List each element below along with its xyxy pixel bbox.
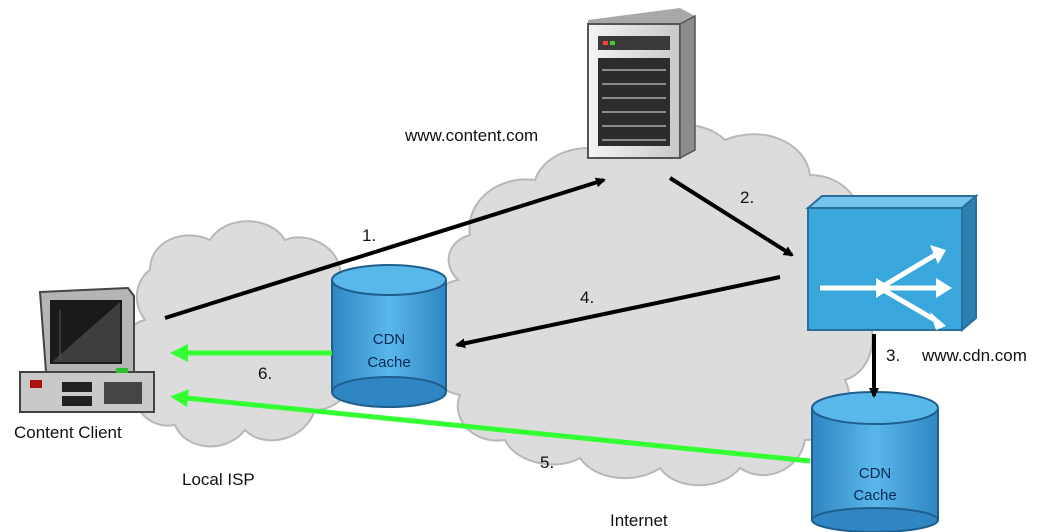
delivery-arrows xyxy=(170,344,811,464)
cdn-router-label: www.cdn.com xyxy=(921,346,1027,365)
remote-cache-line1: CDN xyxy=(859,465,892,482)
arrow-step-1 xyxy=(164,177,606,320)
local-cache-line1: CDN xyxy=(373,331,406,348)
local-cdn-cache xyxy=(331,264,447,408)
cdn-router xyxy=(805,193,979,333)
local-cache-line2: Cache xyxy=(367,354,410,371)
remote-cache-line2: Cache xyxy=(853,487,896,504)
content-client-computer xyxy=(19,286,155,413)
internet-label: Internet xyxy=(610,511,668,530)
arrow-step-4 xyxy=(455,275,781,349)
step-2-label: 2. xyxy=(740,188,754,207)
step-1-label: 1. xyxy=(362,226,376,245)
content-server-label: www.content.com xyxy=(404,126,538,145)
arrow-step-2 xyxy=(668,176,794,257)
local-isp-label: Local ISP xyxy=(182,470,255,489)
request-arrows xyxy=(164,176,879,398)
step-3-label: 3. xyxy=(886,346,900,365)
client-label: Content Client xyxy=(14,423,122,442)
arrow-step-5 xyxy=(170,389,811,464)
remote-cdn-cache xyxy=(811,391,939,532)
step-4-label: 4. xyxy=(580,288,594,307)
step-6-label: 6. xyxy=(258,364,272,383)
content-server xyxy=(587,8,696,160)
step-5-label: 5. xyxy=(540,453,554,472)
